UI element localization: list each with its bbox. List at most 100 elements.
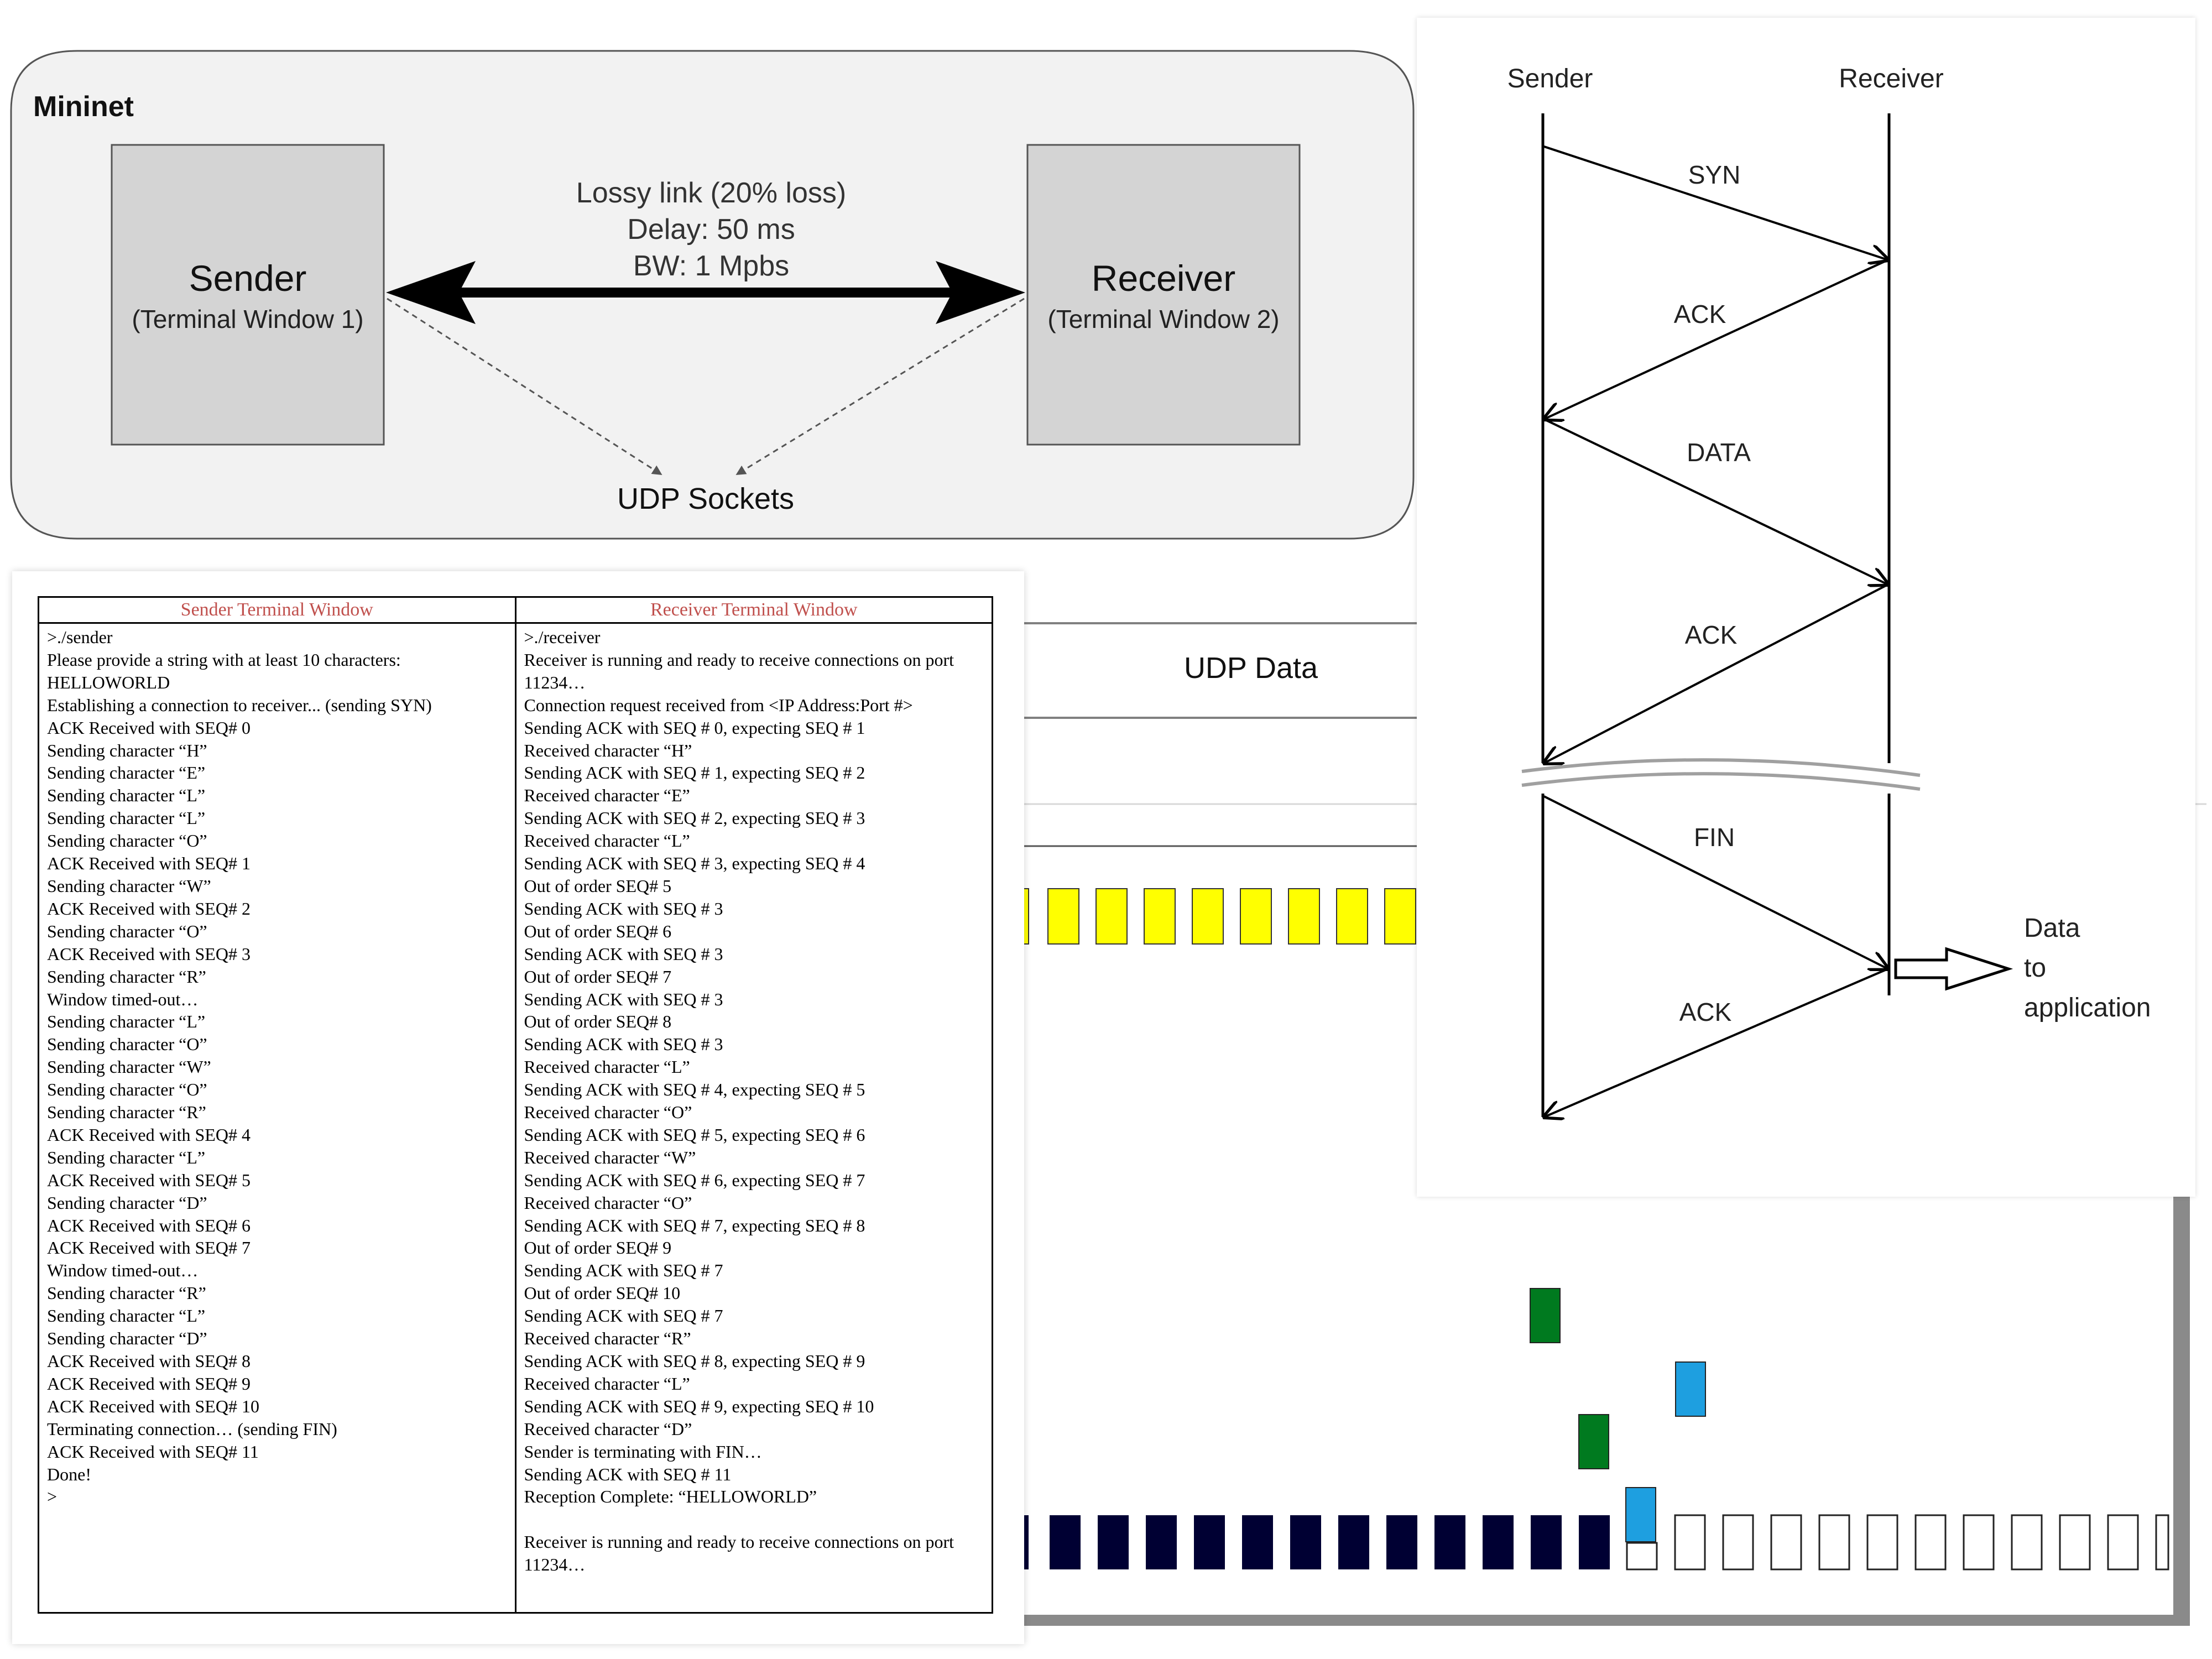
receiver-box-subtitle: (Terminal Window 2) (1047, 305, 1279, 333)
terminal-line: Sending ACK with SEQ # 7, expecting SEQ … (524, 1215, 865, 1235)
navy-packet (1531, 1515, 1562, 1569)
navy-packet (1242, 1515, 1273, 1569)
terminal-line: Out of order SEQ# 7 (524, 966, 672, 987)
yellow-packet (1047, 888, 1079, 945)
terminal-panel: Sender Terminal Window Receiver Terminal… (12, 571, 1024, 1644)
socket-line-receiver (735, 298, 1025, 476)
syn-label: SYN (1688, 160, 1741, 189)
mininet-diagram: Mininet Sender (Terminal Window 1) Recei… (10, 50, 1415, 540)
ack-label: ACK (1674, 300, 1726, 328)
ack-arrow (1544, 968, 1888, 1117)
terminal-line: Sending ACK with SEQ # 6, expecting SEQ … (524, 1170, 865, 1190)
timeline-break (1521, 772, 1921, 791)
terminal-line: Sending character “D” (47, 1328, 207, 1349)
navy-packet (1290, 1515, 1321, 1569)
navy-packet (1483, 1515, 1514, 1569)
sender-terminal-header: Sender Terminal Window (38, 596, 517, 624)
sequence-diagram: Sender Receiver SYN ACK DATA ACK FIN ACK… (1507, 64, 2151, 1197)
terminal-line: Received character “D” (524, 1418, 692, 1439)
yellow-packet (1192, 888, 1224, 945)
terminal-line: Receiver is running and ready to receive… (524, 1532, 958, 1575)
yellow-packet (1384, 888, 1416, 945)
empty-packet (1866, 1514, 1898, 1571)
data-arrow (1543, 418, 1888, 585)
app-label-line3: application (2024, 993, 2151, 1022)
terminal-line: Sending character “W” (47, 875, 211, 896)
terminal-line: ACK Received with SEQ# 3 (47, 943, 251, 964)
blue-packet (1625, 1487, 1656, 1542)
terminal-line: Sending ACK with SEQ # 1, expecting SEQ … (524, 763, 865, 783)
ack-arrow (1544, 259, 1888, 419)
terminal-line: Window timed-out… (47, 989, 199, 1009)
terminal-line: Sending ACK with SEQ # 9, expecting SEQ … (524, 1396, 874, 1416)
empty-packet (1818, 1514, 1850, 1571)
navy-packet (1098, 1515, 1129, 1569)
empty-packet (1914, 1514, 1947, 1571)
terminal-line: Received character “E” (524, 785, 690, 806)
terminal-line: Sending character “E” (47, 763, 206, 783)
terminal-line: ACK Received with SEQ# 0 (47, 717, 251, 738)
sender-box (111, 144, 385, 446)
terminal-line: Sending character “L” (47, 785, 206, 806)
terminal-line: Received character “O” (524, 1102, 692, 1123)
terminal-line: Reception Complete: “HELLOWORLD” (524, 1486, 817, 1507)
fin-arrow (1543, 795, 1888, 969)
terminal-line: Done! (47, 1464, 91, 1484)
terminal-line: Out of order SEQ# 6 (524, 921, 672, 941)
terminal-line: Sending character “L” (47, 1306, 206, 1326)
terminal-line: ACK Received with SEQ# 7 (47, 1238, 251, 1258)
yellow-packet-row (1011, 888, 1416, 945)
terminal-line: Received character “L” (524, 1057, 690, 1077)
terminal-line: Window timed-out… (47, 1260, 199, 1281)
terminal-line: Sending ACK with SEQ # 3 (524, 898, 723, 919)
terminal-line: Please provide a string with at least 10… (47, 649, 401, 670)
empty-packet (2011, 1514, 2043, 1571)
terminal-line: Out of order SEQ# 9 (524, 1238, 672, 1258)
terminal-line: Sending ACK with SEQ # 0, expecting SEQ … (524, 717, 865, 738)
terminal-line: Sending character “O” (47, 1034, 207, 1055)
link-delay-label: Delay: 50 ms (627, 213, 795, 246)
terminal-line: ACK Received with SEQ# 8 (47, 1351, 251, 1371)
terminal-line: Sending character “L” (47, 808, 206, 828)
terminal-line: Out of order SEQ# 10 (524, 1283, 681, 1303)
navy-packet (1194, 1515, 1225, 1569)
terminal-line: Sending ACK with SEQ # 3 (524, 943, 723, 964)
receiver-box-title: Receiver (1092, 258, 1235, 299)
terminal-line: Sending ACK with SEQ # 7 (524, 1306, 723, 1326)
sender-box-subtitle: (Terminal Window 1) (132, 305, 363, 333)
link-loss-label: Lossy link (20% loss) (576, 177, 846, 209)
terminal-line: Sending character “D” (47, 1192, 207, 1213)
yellow-packet (1240, 888, 1272, 945)
terminal-table: Sender Terminal Window Receiver Terminal… (38, 596, 993, 1614)
seq-receiver-label: Receiver (1839, 64, 1943, 93)
terminal-line: ACK Received with SEQ# 4 (47, 1124, 251, 1145)
empty-packet (1674, 1514, 1706, 1571)
terminal-line: > (47, 1486, 58, 1507)
navy-packet (1386, 1515, 1417, 1569)
terminal-line: ACK Received with SEQ# 9 (47, 1373, 251, 1394)
empty-packet (2059, 1514, 2091, 1571)
terminal-line: Connection request received from <IP Add… (524, 695, 913, 715)
mininet-title: Mininet (33, 91, 134, 123)
receiver-terminal-header: Receiver Terminal Window (514, 596, 993, 624)
sender-box-title: Sender (189, 258, 307, 299)
terminal-line: Sending ACK with SEQ # 11 (524, 1464, 732, 1484)
terminal-line: Sending character “R” (47, 966, 206, 987)
terminal-line: HELLOWORLD (47, 672, 170, 692)
terminal-line: Sending ACK with SEQ # 2, expecting SEQ … (524, 808, 865, 828)
window-packet-row (1023, 1514, 2169, 1571)
blue-packet (1675, 1361, 1706, 1417)
terminal-line: ACK Received with SEQ# 11 (47, 1441, 259, 1462)
terminal-line: Sending character “O” (47, 831, 207, 851)
green-packet (1578, 1414, 1609, 1469)
empty-packet (1770, 1514, 1802, 1571)
sequence-diagram-panel: Sender Receiver SYN ACK DATA ACK FIN ACK… (1417, 18, 2195, 1197)
terminal-line: Sending ACK with SEQ # 3 (524, 1034, 723, 1055)
app-label-line1: Data (2024, 914, 2080, 943)
empty-packet (2107, 1514, 2139, 1571)
terminal-line: Sending character “O” (47, 1079, 207, 1100)
timeline-break (1521, 758, 1921, 777)
terminal-line: Sending character “R” (47, 1283, 206, 1303)
terminal-line: Receiver is running and ready to receive… (524, 649, 958, 692)
